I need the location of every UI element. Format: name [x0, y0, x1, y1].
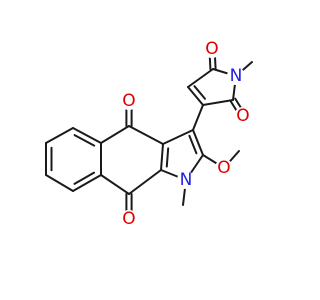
bonds [45, 47, 253, 220]
single-bond-B3-B4 [45, 174, 74, 192]
double-bond-B2-B3 [45, 142, 53, 176]
single-bond-C8a-C9q [100, 174, 130, 195]
atom-o-pyrrole-right: O [234, 106, 252, 126]
double-bond-B4-C8a [72, 171, 102, 192]
atom-o-quinone-lower: O [120, 209, 138, 229]
double-bond-C4a-B1 [72, 127, 102, 147]
single-bond-C9q-C9a [128, 169, 162, 195]
atom-o-methoxy: O [215, 158, 233, 178]
double-bond-C3-C2 [187, 85, 206, 106]
double-bond-C9a-C3a [160, 143, 170, 171]
single-bond-C3a-C4q [128, 125, 164, 145]
single-bond-C4q-C4a [100, 125, 130, 144]
atom-n-indole: N [177, 170, 195, 190]
double-bond-Cp3-Cp2 [188, 129, 204, 156]
atom-label-o: O [122, 209, 135, 229]
atom-label-o: O [122, 91, 135, 111]
atom-o-quinone-upper: O [120, 91, 138, 111]
atom-label-n: N [230, 66, 243, 86]
atom-label-o: O [205, 39, 218, 59]
single-bond-C3-Cp3 [192, 104, 204, 131]
single-bond-C3a-Cp3 [162, 129, 194, 145]
single-bond-C4-C3 [202, 99, 234, 106]
atom-label-o: O [236, 106, 249, 126]
atom-o-top-right: O [203, 39, 221, 59]
single-bond-C2-C1 [187, 68, 214, 88]
atom-label-o: O [217, 158, 230, 178]
atom-n-pyrrole-top: N [227, 66, 245, 86]
single-bond-B1-B2 [45, 127, 74, 144]
atom-label-n: N [180, 170, 193, 190]
